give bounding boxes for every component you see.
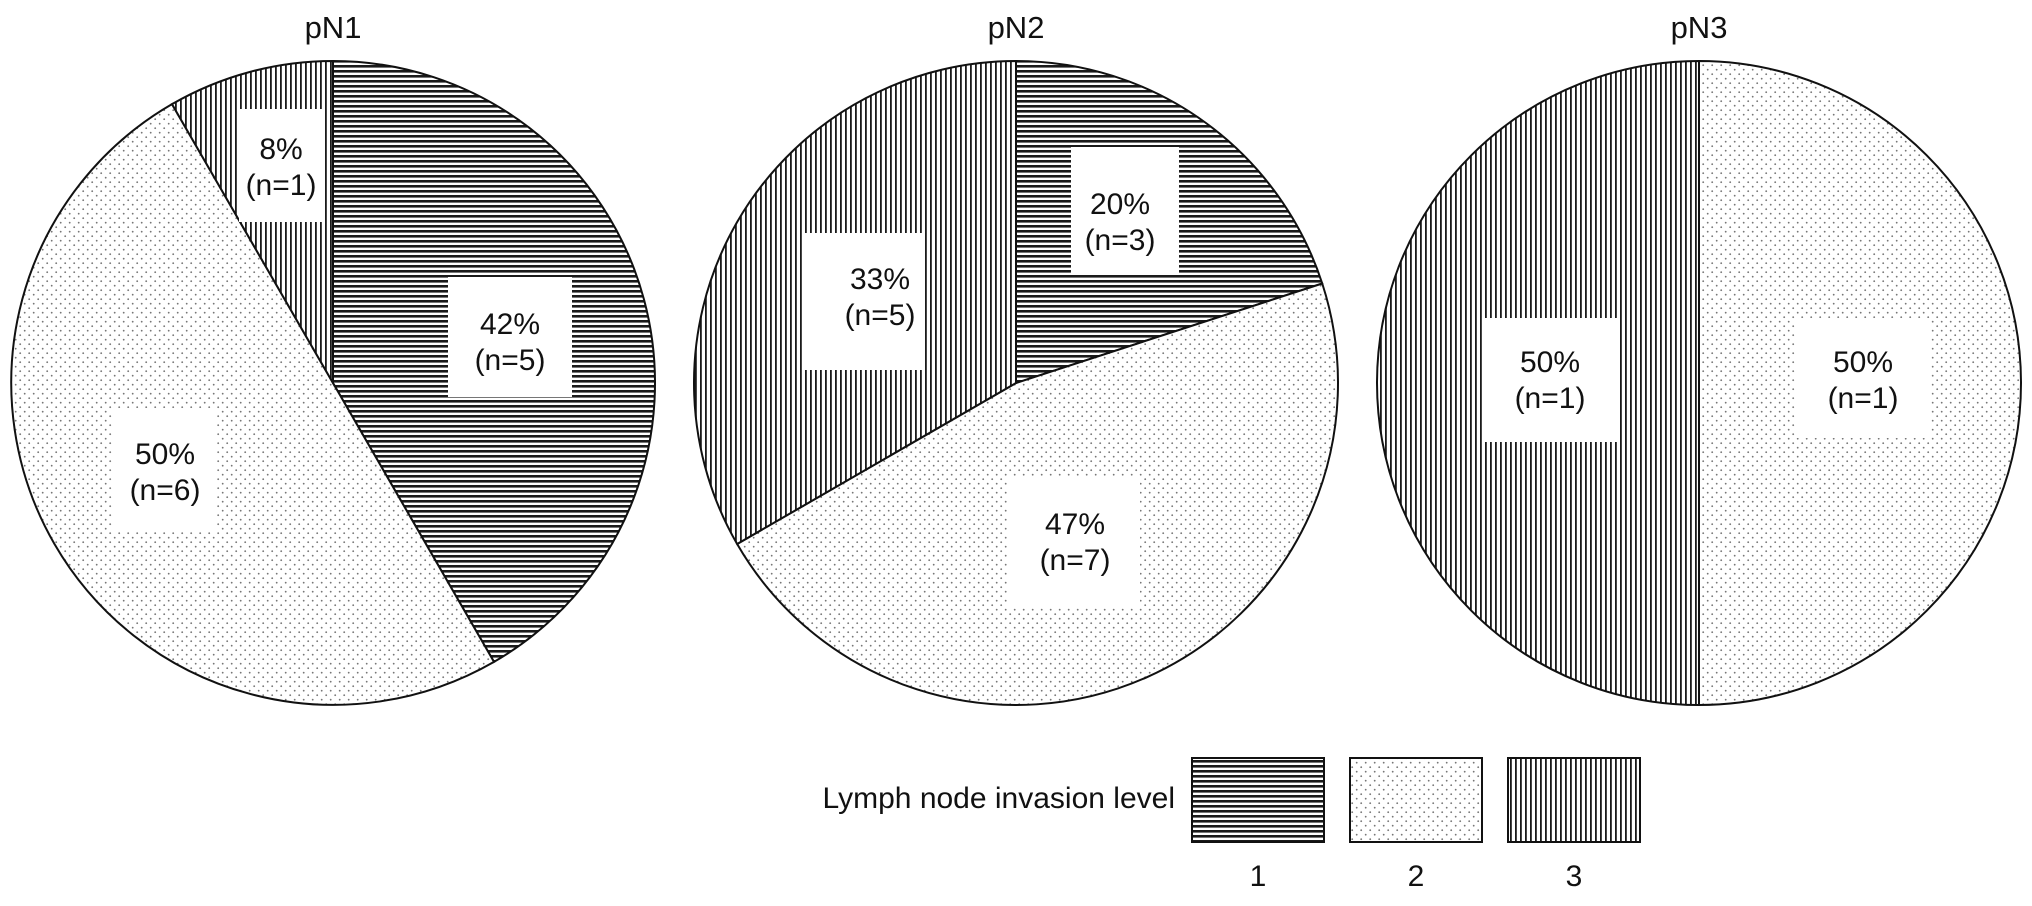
pie-1-percent-label-level-2: 50% [135, 438, 195, 471]
pie-3-n-label-level-3: (n=1) [1515, 382, 1586, 415]
pie-1-label-box-level-1 [448, 277, 572, 397]
pie-1: 42%(n=5) 50%(n=6) 8%(n=1) pN1 [10, 10, 656, 706]
pie-2-percent-label-level-1: 20% [1090, 188, 1150, 221]
pie-3-label-box-level-2 [1795, 318, 1931, 438]
legend-title: Lymph node invasion level [823, 782, 1175, 815]
legend-swatch-level-3 [1507, 757, 1641, 843]
pie-2-n-label-level-2: (n=7) [1040, 544, 1111, 577]
pie-1-n-label-level-2: (n=6) [130, 474, 201, 507]
pies-group: 42%(n=5)50%(n=6)8%(n=1)pN120%(n=3)47%(n=… [10, 10, 2022, 707]
legend-swatch-level-1 [1191, 757, 1325, 843]
pie-3-percent-label-level-3: 50% [1520, 346, 1580, 379]
pie-1-n-label-level-3: (n=1) [246, 169, 317, 202]
pie-3-n-label-level-2: (n=1) [1828, 382, 1899, 415]
pie-1-label-box-level-3 [239, 109, 325, 222]
pie-2-title: pN2 [988, 10, 1045, 45]
legend-label-level-3: 3 [1566, 860, 1583, 893]
pie-2-label-box-level-1 [1071, 147, 1179, 275]
pie-3-percent-label-level-2: 50% [1833, 346, 1893, 379]
pie-2-n-label-level-1: (n=3) [1085, 224, 1156, 257]
pie-2-percent-label-level-3: 33% [850, 263, 910, 296]
pie-1-percent-label-level-3: 8% [259, 133, 302, 166]
pie-3: 50%(n=1)50%(n=1)pN3 [1376, 10, 2022, 707]
legend-label-level-1: 1 [1250, 860, 1267, 893]
pie-1-n-label-level-1: (n=5) [475, 344, 546, 377]
pie-2-percent-label-level-2: 47% [1045, 508, 1105, 541]
pie-1-label-box-level-2 [112, 408, 216, 532]
pie-2: 20%(n=3) 47%(n=7) 33%(n=5) pN2 [693, 10, 1339, 706]
pie-1-percent-label-level-1: 42% [480, 308, 540, 341]
pie-2-n-label-level-3: (n=5) [845, 299, 916, 332]
pie-3-label-box-level-3 [1482, 318, 1618, 442]
legend-label-level-2: 2 [1408, 860, 1425, 893]
legend-swatch-level-2 [1349, 757, 1483, 843]
pie-3-title: pN3 [1671, 10, 1728, 45]
legend: Lymph node invasion level 1 2 3 [823, 757, 1641, 893]
pie-2-label-box-level-2 [1008, 478, 1140, 608]
pie-1-slice-level-2 [10, 102, 496, 706]
pie-1-title: pN1 [305, 10, 362, 45]
pie-2-label-box-level-3 [802, 233, 922, 370]
